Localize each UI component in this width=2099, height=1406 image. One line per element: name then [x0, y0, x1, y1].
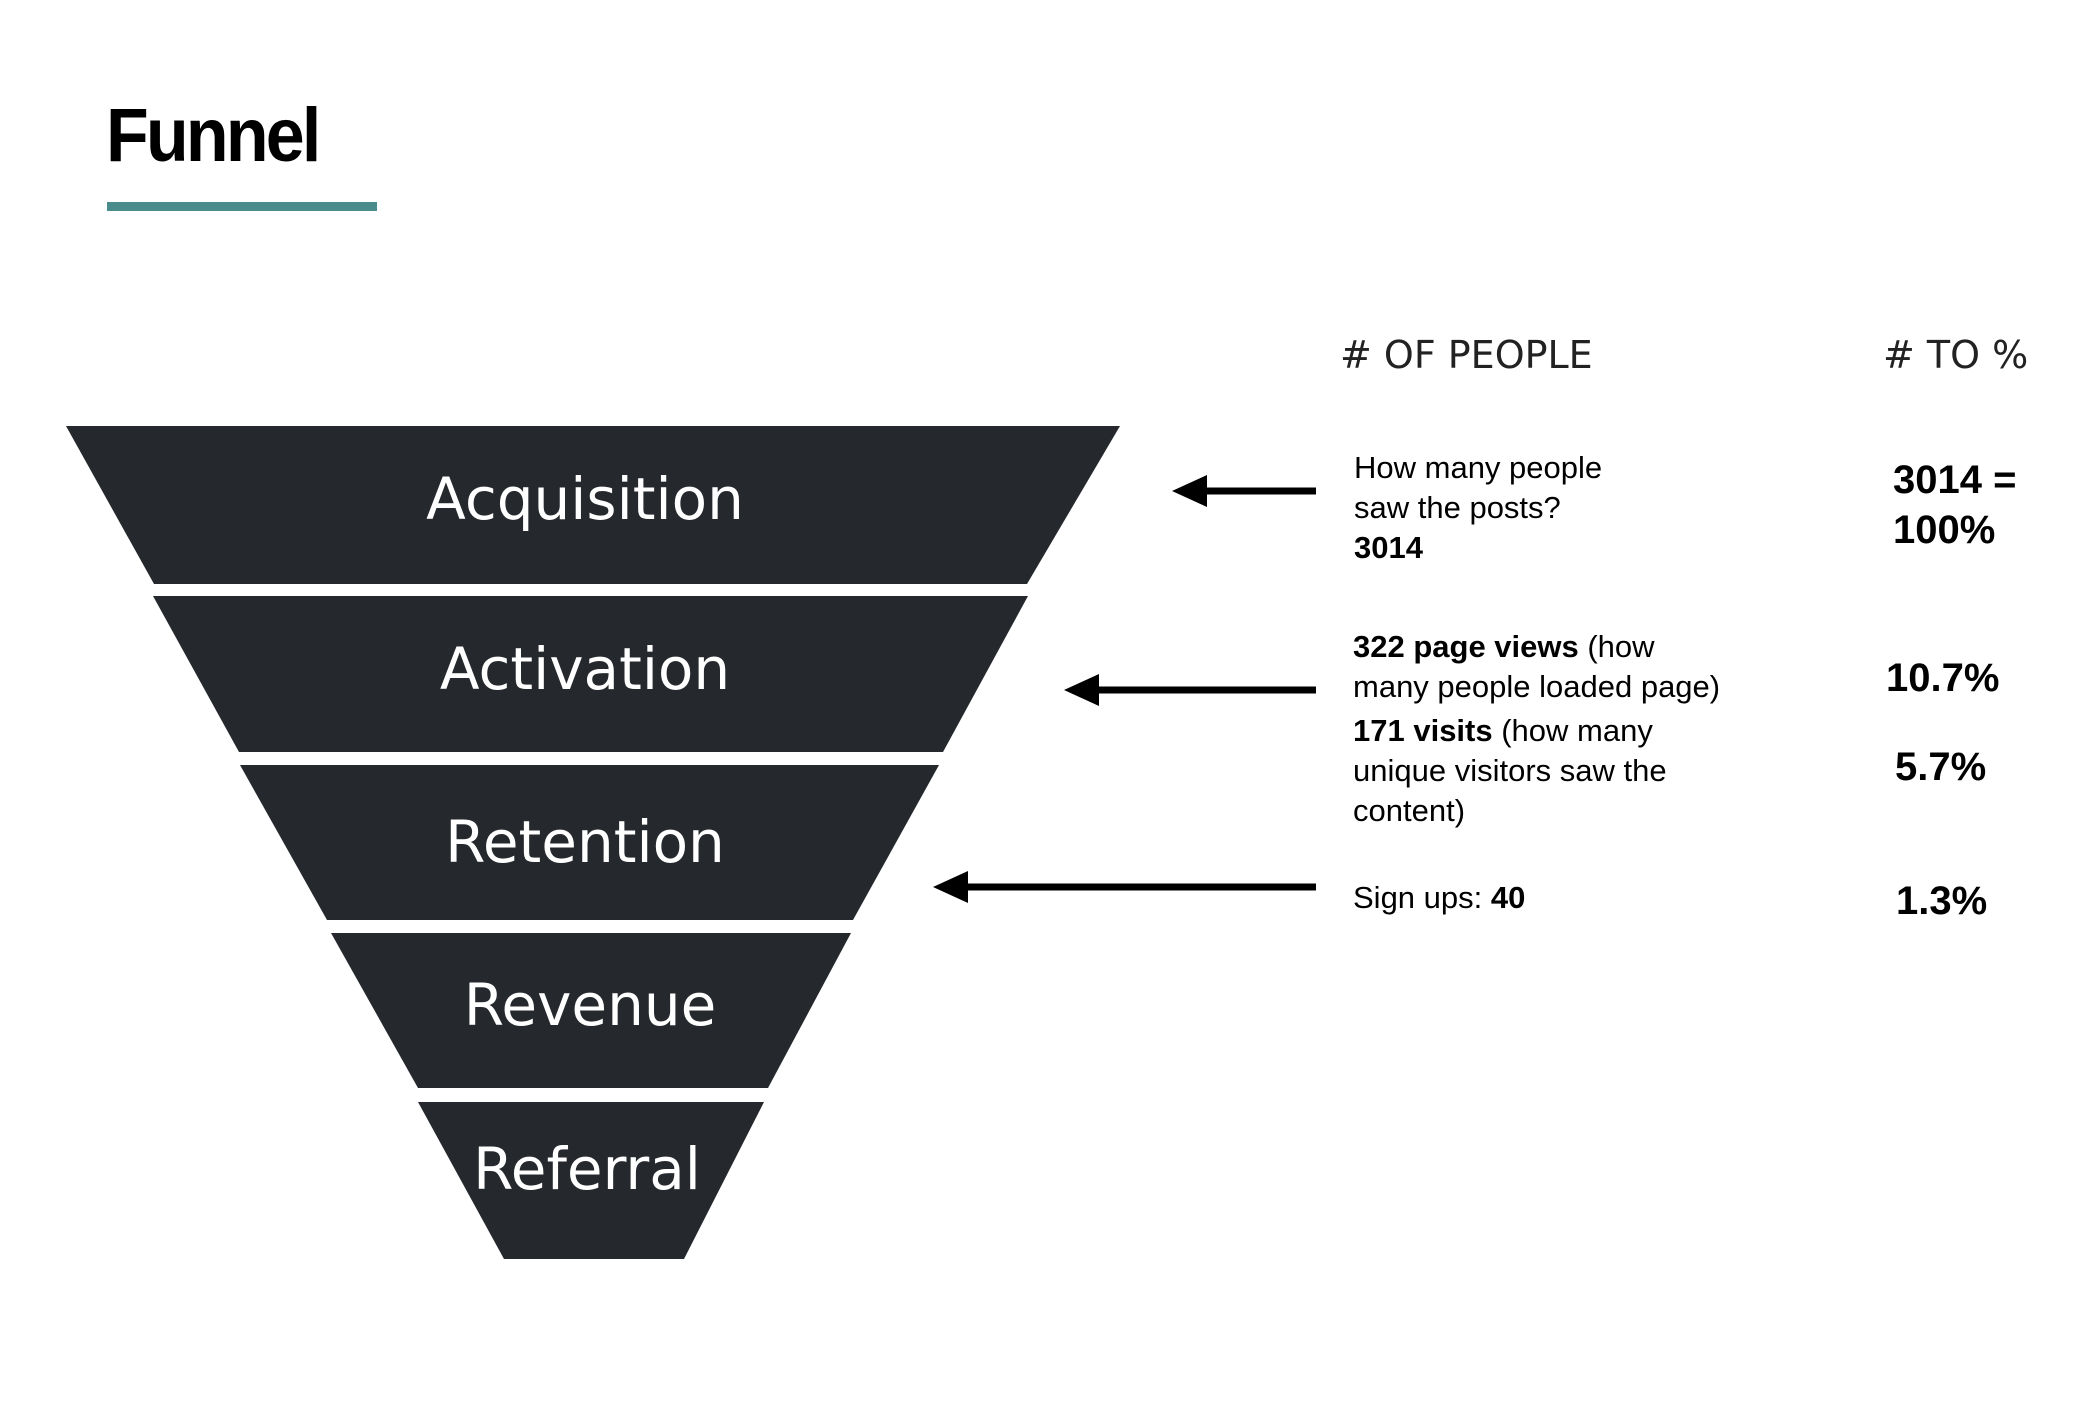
- signups-value: 40: [1490, 880, 1526, 915]
- acquisition-percent-line1: 3014 =: [1893, 458, 2017, 502]
- visits-description: 171 visits (how many unique visitors saw…: [1353, 711, 1667, 831]
- acquisition-percent-line2: 100%: [1893, 508, 1996, 552]
- funnel-stage-label: Acquisition: [426, 465, 744, 533]
- funnel-stage-label: Referral: [473, 1135, 701, 1203]
- page-views-description: 322 page views (how many people loaded p…: [1353, 627, 1720, 707]
- visits-note-line3: content): [1353, 793, 1466, 828]
- arrow-acquisition: [1172, 475, 1316, 507]
- signups-percent: 1.3%: [1896, 879, 1988, 923]
- page-views-value: 322 page views: [1353, 629, 1579, 664]
- page-views-note-line2: many people loaded page): [1353, 669, 1721, 704]
- signups-label: Sign ups:: [1353, 880, 1491, 915]
- page-views-note: (how: [1578, 629, 1655, 664]
- people-column-header: # OF PEOPLE: [1340, 333, 1593, 377]
- funnel-stage-retention: [240, 765, 939, 920]
- visits-note-line2: unique visitors saw the: [1353, 753, 1667, 788]
- funnel-stage-label: Retention: [445, 808, 725, 876]
- acquisition-description: How many people saw the posts? 3014: [1354, 448, 1602, 568]
- arrow-retention: [933, 871, 1316, 903]
- funnel-stage-label: Revenue: [464, 971, 717, 1039]
- funnel-stage-activation: [153, 596, 1028, 752]
- visits-percent: 5.7%: [1895, 745, 1987, 789]
- acquisition-question-line1: How many people: [1354, 450, 1603, 485]
- acquisition-count: 3014: [1354, 530, 1423, 565]
- funnel-stage-revenue: [331, 933, 851, 1088]
- page-title: Funnel: [106, 93, 321, 178]
- visits-value: 171 visits: [1353, 713, 1493, 748]
- percent-column-header: # TO %: [1883, 333, 2029, 377]
- funnel-stage-label: Activation: [440, 635, 730, 703]
- title-underline: [107, 202, 377, 211]
- signups-description: Sign ups: 40: [1353, 878, 1525, 918]
- acquisition-question-line2: saw the posts?: [1354, 490, 1561, 525]
- arrow-activation: [1064, 674, 1316, 706]
- funnel-stage-referral: [418, 1102, 764, 1259]
- acquisition-percent: 3014 = 100%: [1893, 455, 2016, 555]
- funnel-stage-acquisition: [66, 426, 1120, 584]
- visits-note: (how many: [1492, 713, 1653, 748]
- page-views-percent: 10.7%: [1886, 656, 2000, 700]
